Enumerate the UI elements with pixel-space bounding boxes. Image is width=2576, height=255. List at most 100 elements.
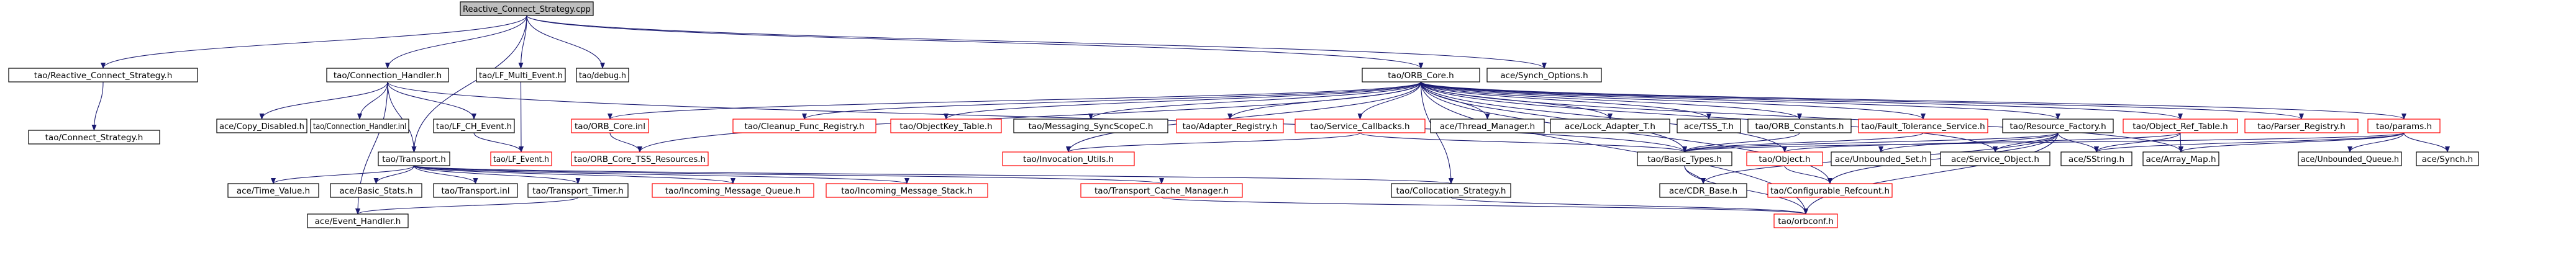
node-orbcore-h[interactable]: tao/ORB_Core.h	[1362, 68, 1480, 83]
node-box	[1940, 151, 2050, 166]
node-cleanup-h[interactable]: tao/Cleanup_Func_Registry.h	[732, 119, 876, 133]
node-objkeytbl-h[interactable]: tao/ObjectKey_Table.h	[890, 119, 1002, 133]
node-label: tao/LF_Event.h	[493, 154, 549, 164]
edge-params_h-to-arraymap_h	[2178, 132, 2405, 153]
edge-orbcore_h-to-orbconst_h	[1420, 81, 1802, 120]
node-svcobj-h[interactable]: ace/Service_Object.h	[1940, 151, 2050, 166]
node-label: tao/Messaging_SyncScopeC.h	[1029, 122, 1154, 132]
node-box	[1677, 119, 1741, 133]
node-label: ace/SString.h	[2069, 154, 2124, 164]
node-label: tao/Object.h	[1759, 154, 1810, 164]
node-root[interactable]: Reactive_Connect_Strategy.cpp	[460, 1, 594, 16]
edge-resfact_h-to-basictypes_h	[1682, 132, 2059, 153]
node-rcs-h[interactable]: tao/Reactive_Connect_Strategy.h	[8, 68, 198, 83]
node-label: tao/ObjectKey_Table.h	[899, 122, 992, 132]
node-unbset-h[interactable]: ace/Unbounded_Set.h	[1831, 151, 1931, 166]
node-label: tao/ORB_Core_TSS_Resources.h	[574, 154, 706, 164]
node-orbconst-h[interactable]: tao/ORB_Constants.h	[1747, 119, 1852, 133]
edge-svccb_h-to-invutils_h	[1066, 132, 1361, 153]
edge-objreftbl_h-to-arraymap_h	[2178, 132, 2183, 153]
node-eventhandler-h[interactable]: ace/Event_Handler.h	[307, 213, 409, 228]
node-colloc-h[interactable]: tao/Collocation_Strategy.h	[1391, 183, 1511, 198]
node-transtimer-h[interactable]: tao/Transport_Timer.h	[527, 183, 629, 198]
node-label: ace/Array_Map.h	[2146, 154, 2216, 164]
node-transport-h[interactable]: tao/Transport.h	[378, 151, 450, 166]
node-debug-h[interactable]: tao/debug.h	[576, 68, 629, 83]
edge-transport_h-to-transcache_h	[413, 165, 1164, 184]
node-box	[433, 183, 518, 198]
node-label: ace/Unbounded_Queue.h	[2301, 154, 2399, 164]
edge-transport_h-to-incmsgq_h	[413, 165, 735, 184]
node-lfch-h[interactable]: tao/LF_CH_Event.h	[433, 119, 515, 133]
node-object-h[interactable]: tao/Object.h	[1746, 151, 1823, 166]
edge-orbcore_h-to-parserreg_h	[1420, 81, 2304, 120]
node-transcache-h[interactable]: tao/Transport_Cache_Manager.h	[1080, 183, 1243, 198]
node-confrefcount-h[interactable]: tao/Configurable_Refcount.h	[1767, 183, 1893, 198]
node-box	[2367, 119, 2441, 133]
node-adapterreg-h[interactable]: tao/Adapter_Registry.h	[1176, 119, 1284, 133]
node-threadmgr-h[interactable]: ace/Thread_Manager.h	[1430, 119, 1545, 133]
node-box	[1659, 183, 1747, 198]
node-incmsgs-h[interactable]: tao/Incoming_Message_Stack.h	[826, 183, 988, 198]
node-box	[1362, 68, 1480, 83]
node-synchopt-h[interactable]: ace/Synch_Options.h	[1486, 68, 1602, 83]
node-synch-h[interactable]: ace/Synch.h	[2416, 151, 2479, 166]
node-timevalue-h[interactable]: ace/Time_Value.h	[227, 183, 319, 198]
node-box	[571, 151, 709, 166]
node-unbqueue-h[interactable]: ace/Unbounded_Queue.h	[2298, 151, 2402, 166]
node-invutils-h[interactable]: tao/Invocation_Utils.h	[1002, 151, 1135, 166]
edge-orbcore_h-to-resfact_h	[1420, 81, 2060, 120]
node-box	[826, 183, 988, 198]
edge-orbcore_h-to-tsst_h	[1420, 81, 1711, 120]
node-label: tao/Connection_Handler.inl	[313, 122, 406, 132]
node-label: tao/Cleanup_Func_Registry.h	[744, 122, 864, 132]
node-ftsvc-h[interactable]: tao/Fault_Tolerance_Service.h	[1858, 119, 1988, 133]
node-chinl[interactable]: tao/Connection_Handler.inl	[310, 119, 409, 133]
node-label: tao/Incoming_Message_Queue.h	[665, 186, 801, 196]
node-box	[1746, 151, 1823, 166]
edge-orbcore_h-to-svcobj_h	[1420, 81, 1998, 153]
node-objreftbl-h[interactable]: tao/Object_Ref_Table.h	[2123, 119, 2238, 133]
node-cdrbase-h[interactable]: ace/CDR_Base.h	[1659, 183, 1747, 198]
edge-params_h-to-sstring_h	[2094, 132, 2405, 153]
node-box	[2298, 151, 2402, 166]
node-basictypes-h[interactable]: tao/Basic_Types.h	[1637, 151, 1732, 166]
node-box	[527, 183, 629, 198]
node-connstrat-h[interactable]: tao/Connect_Strategy.h	[28, 130, 160, 145]
node-sstring-h[interactable]: ace/SString.h	[2060, 151, 2132, 166]
node-label: ace/Lock_Adapter_T.h	[1565, 122, 1655, 132]
node-lockadapter-h[interactable]: ace/Lock_Adapter_T.h	[1550, 119, 1670, 133]
node-orbcoreinl[interactable]: tao/ORB_Core.inl	[571, 119, 649, 133]
edge-root-to-ch_h	[385, 15, 527, 69]
edge-orbcore_h-to-adapterreg_h	[1227, 81, 1422, 120]
node-transportinl[interactable]: tao/Transport.inl	[433, 183, 518, 198]
node-tsst-h[interactable]: ace/TSS_T.h	[1677, 119, 1741, 133]
edge-ch_h-to-lfch_h	[387, 81, 476, 120]
node-ch-h[interactable]: tao/Connection_Handler.h	[326, 68, 449, 83]
edge-orbcoreinl-to-orbcoretss_h	[609, 132, 642, 153]
node-basicstats-h[interactable]: ace/Basic_Stats.h	[330, 183, 422, 198]
edge-ch_h-to-chinl	[357, 81, 388, 120]
node-svccb-h[interactable]: tao/Service_Callbacks.h	[1295, 119, 1426, 133]
edge-params_h-to-synch_h	[2403, 132, 2450, 153]
node-arraymap-h[interactable]: ace/Array_Map.h	[2142, 151, 2219, 166]
node-label: tao/orbconf.h	[1778, 217, 1834, 226]
node-label: ace/TSS_T.h	[1684, 122, 1734, 132]
node-label: ace/Service_Object.h	[1951, 154, 2039, 164]
edge-lfme_h-to-lfevent_h	[518, 81, 524, 153]
node-orbcoretss-h[interactable]: tao/ORB_Core_TSS_Resources.h	[571, 151, 709, 166]
node-label: ace/Thread_Manager.h	[1440, 122, 1535, 132]
node-incmsgq-h[interactable]: tao/Incoming_Message_Queue.h	[652, 183, 814, 198]
node-orbconf-h[interactable]: tao/orbconf.h	[1773, 213, 1838, 228]
node-label: tao/Adapter_Registry.h	[1183, 122, 1278, 132]
node-parserreg-h[interactable]: tao/Parser_Registry.h	[2244, 119, 2359, 133]
node-lfme-h[interactable]: tao/LF_Multi_Event.h	[476, 68, 566, 83]
node-msgsync-h[interactable]: tao/Messaging_SyncScopeC.h	[1013, 119, 1168, 133]
node-label: tao/LF_Multi_Event.h	[479, 71, 563, 81]
node-copydis-h[interactable]: ace/Copy_Disabled.h	[216, 119, 307, 133]
node-resfact-h[interactable]: tao/Resource_Factory.h	[2002, 119, 2114, 133]
edge-basictypes_h-to-cdrbase_h	[1684, 165, 1706, 184]
node-params-h[interactable]: tao/params.h	[2367, 119, 2441, 133]
node-lfevent-h[interactable]: tao/LF_Event.h	[490, 151, 552, 166]
edge-transport_h-to-basicstats_h	[373, 165, 415, 184]
